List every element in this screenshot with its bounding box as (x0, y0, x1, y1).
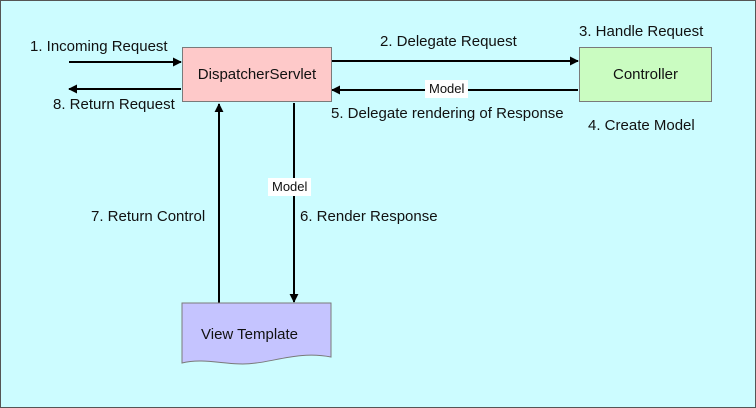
dispatcher-servlet-label: DispatcherServlet (197, 66, 317, 83)
render-response-label: 6. Render Response (300, 208, 438, 225)
view-template-label: View Template (201, 326, 299, 343)
delegate-rendering-label: 5. Delegate rendering of Response (331, 105, 564, 122)
controller-box: Controller (579, 47, 712, 102)
incoming-request-label: 1. Incoming Request (30, 38, 168, 55)
handle-request-label: 3. Handle Request (579, 23, 704, 40)
view-template-shape (181, 302, 332, 365)
model-tag-vertical: Model (268, 178, 312, 196)
dispatcher-servlet-box: DispatcherServlet (182, 47, 332, 102)
return-request-label: 8. Return Request (53, 96, 175, 113)
create-model-label: 4. Create Model (588, 117, 695, 134)
delegate-request-label: 2. Delegate Request (380, 33, 517, 50)
controller-label: Controller (612, 66, 679, 83)
return-control-label: 7. Return Control (91, 208, 206, 225)
model-tag-horizontal: Model (425, 80, 469, 98)
